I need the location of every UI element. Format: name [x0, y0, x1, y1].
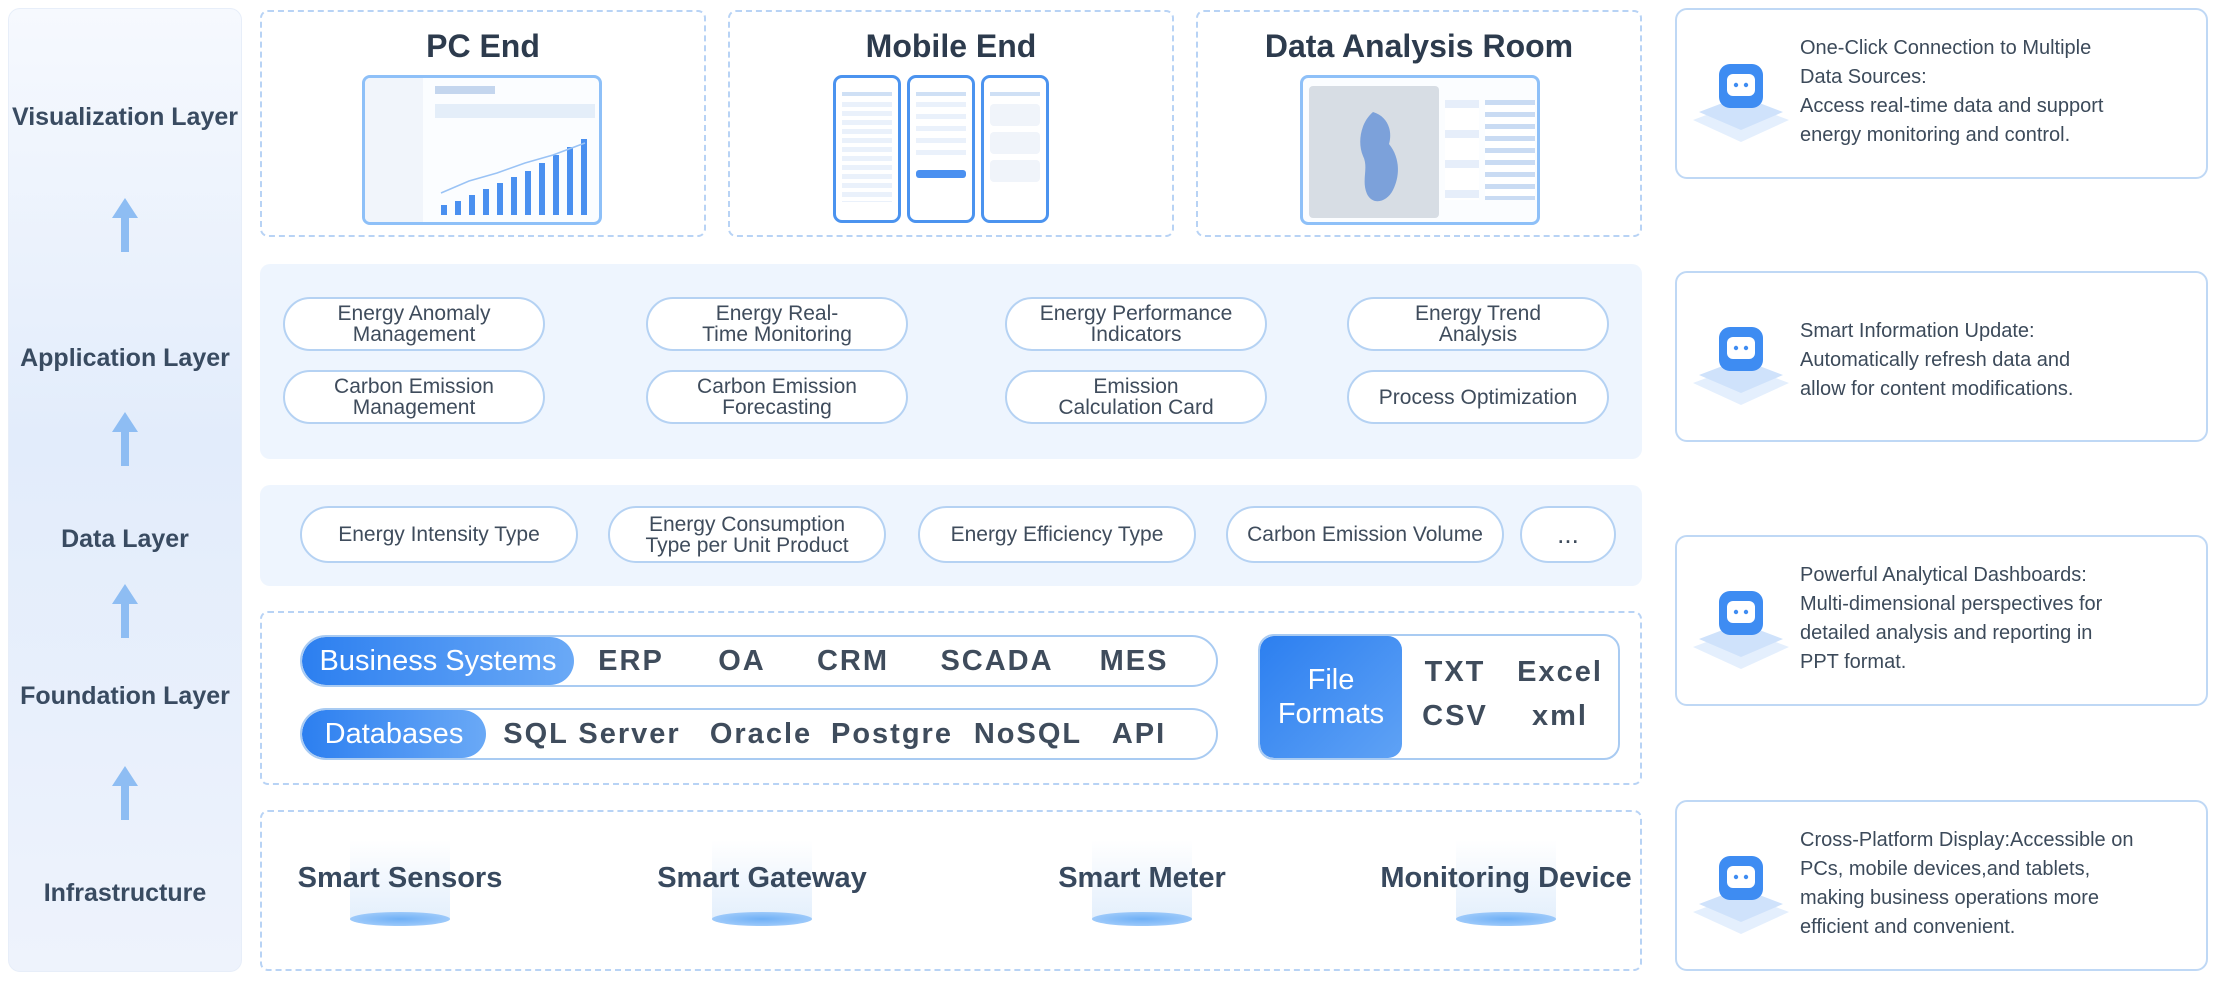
pc-end-title: PC End [426, 28, 540, 64]
device-base-icon [712, 912, 812, 926]
label-data-layer: Data Layer [61, 525, 189, 553]
device-base-icon [1456, 912, 1556, 926]
feature-text: Cross-Platform Display:Accessible on PCs… [1800, 829, 2134, 938]
app-item-energy-trend-analysis: Energy Trend Analysis [1347, 297, 1609, 351]
data-item-carbon-emission-volume: Carbon Emission Volume [1226, 506, 1504, 563]
data-analysis-room-panel: Data Analysis Room [1196, 10, 1642, 237]
feature-card-data-sources: One-Click Connection to Multiple Data So… [1675, 8, 2208, 179]
label-application-layer: Application Layer [20, 344, 230, 372]
message-icon [1693, 64, 1789, 142]
pc-dashboard-screenshot [362, 75, 602, 225]
up-arrow-icon [112, 766, 138, 820]
business-item-crm: CRM [816, 644, 890, 677]
app-item-emission-calculation-card: Emission Calculation Card [1005, 370, 1267, 424]
mobile-end-title: Mobile End [865, 28, 1037, 64]
file-item-txt: TXT [1424, 656, 1486, 688]
infra-monitoring-device: Monitoring Device [1380, 862, 1632, 894]
feature-card-cross-platform: Cross-Platform Display:Accessible on PCs… [1675, 800, 2208, 971]
device-base-icon [1092, 912, 1192, 926]
file-item-xml: xml [1532, 700, 1588, 732]
databases-strip: Databases SQL Server Oracle Postgre NoSQ… [300, 708, 1218, 760]
feature-text: Smart Information Update: Automatically … [1800, 320, 2074, 400]
app-item-energy-anomaly-management: Energy Anomaly Management [283, 297, 545, 351]
business-item-mes: MES [1099, 644, 1169, 677]
data-item-energy-consumption-type: Energy Consumption Type per Unit Product [608, 506, 886, 563]
feature-text: Powerful Analytical Dashboards: Multi-di… [1800, 564, 2103, 673]
business-systems-tag: Business Systems [302, 637, 574, 685]
file-item-csv: CSV [1422, 700, 1488, 732]
business-systems-strip: Business Systems ERP OA CRM SCADA MES [300, 635, 1218, 687]
pc-end-panel: PC End [260, 10, 706, 237]
feature-card-smart-update: Smart Information Update: Automatically … [1675, 271, 2208, 442]
label-infrastructure: Infrastructure [43, 879, 207, 907]
feature-text: One-Click Connection to Multiple Data So… [1800, 37, 2104, 146]
file-item-excel: Excel [1517, 656, 1603, 688]
business-item-scada: SCADA [940, 644, 1054, 677]
up-arrow-icon [112, 198, 138, 252]
map-dashboard-screenshot [1300, 75, 1540, 225]
db-item-oracle: Oracle [709, 717, 813, 750]
infrastructure-panel [260, 810, 1642, 971]
business-item-erp: ERP [598, 644, 664, 677]
label-visualization-layer: Visualization Layer [11, 103, 238, 131]
data-item-energy-efficiency-type: Energy Efficiency Type [918, 506, 1196, 563]
app-item-carbon-emission-forecasting: Carbon Emission Forecasting [646, 370, 908, 424]
file-formats-box: File Formats TXT Excel CSV xml [1258, 634, 1620, 760]
databases-tag: Databases [302, 710, 486, 758]
up-arrow-icon [112, 412, 138, 466]
phone-screenshot [981, 75, 1049, 223]
mobile-end-panel: Mobile End [728, 10, 1174, 237]
app-item-carbon-emission-management: Carbon Emission Management [283, 370, 545, 424]
infra-smart-gateway: Smart Gateway [657, 862, 867, 894]
app-item-process-optimization: Process Optimization [1347, 370, 1609, 424]
infra-smart-meter: Smart Meter [1058, 862, 1226, 894]
layer-sidebar [8, 8, 242, 972]
phone-screenshot [833, 75, 901, 223]
message-icon [1693, 856, 1789, 934]
device-base-icon [350, 912, 450, 926]
data-analysis-room-title: Data Analysis Room [1264, 28, 1574, 64]
message-icon [1693, 591, 1789, 669]
data-item-more: ... [1520, 506, 1616, 563]
application-layer-panel [260, 264, 1642, 459]
foundation-layer-panel [260, 611, 1642, 785]
phone-screenshot [907, 75, 975, 223]
label-foundation-layer: Foundation Layer [20, 682, 230, 710]
db-item-api: API [1111, 717, 1167, 750]
db-item-postgre: Postgre [831, 717, 953, 750]
db-item-nosql: NoSQL [973, 717, 1083, 750]
infra-smart-sensors: Smart Sensors [297, 862, 503, 894]
app-item-energy-performance-indicators: Energy Performance Indicators [1005, 297, 1267, 351]
db-item-sql-server: SQL Server [503, 717, 681, 750]
business-item-oa: OA [718, 644, 766, 677]
feature-card-dashboards: Powerful Analytical Dashboards: Multi-di… [1675, 535, 2208, 706]
message-icon [1693, 327, 1789, 405]
up-arrow-icon [112, 584, 138, 638]
data-item-energy-intensity-type: Energy Intensity Type [300, 506, 578, 563]
file-formats-tag: File Formats [1260, 636, 1402, 758]
app-item-energy-real-time-monitoring: Energy Real- Time Monitoring [646, 297, 908, 351]
